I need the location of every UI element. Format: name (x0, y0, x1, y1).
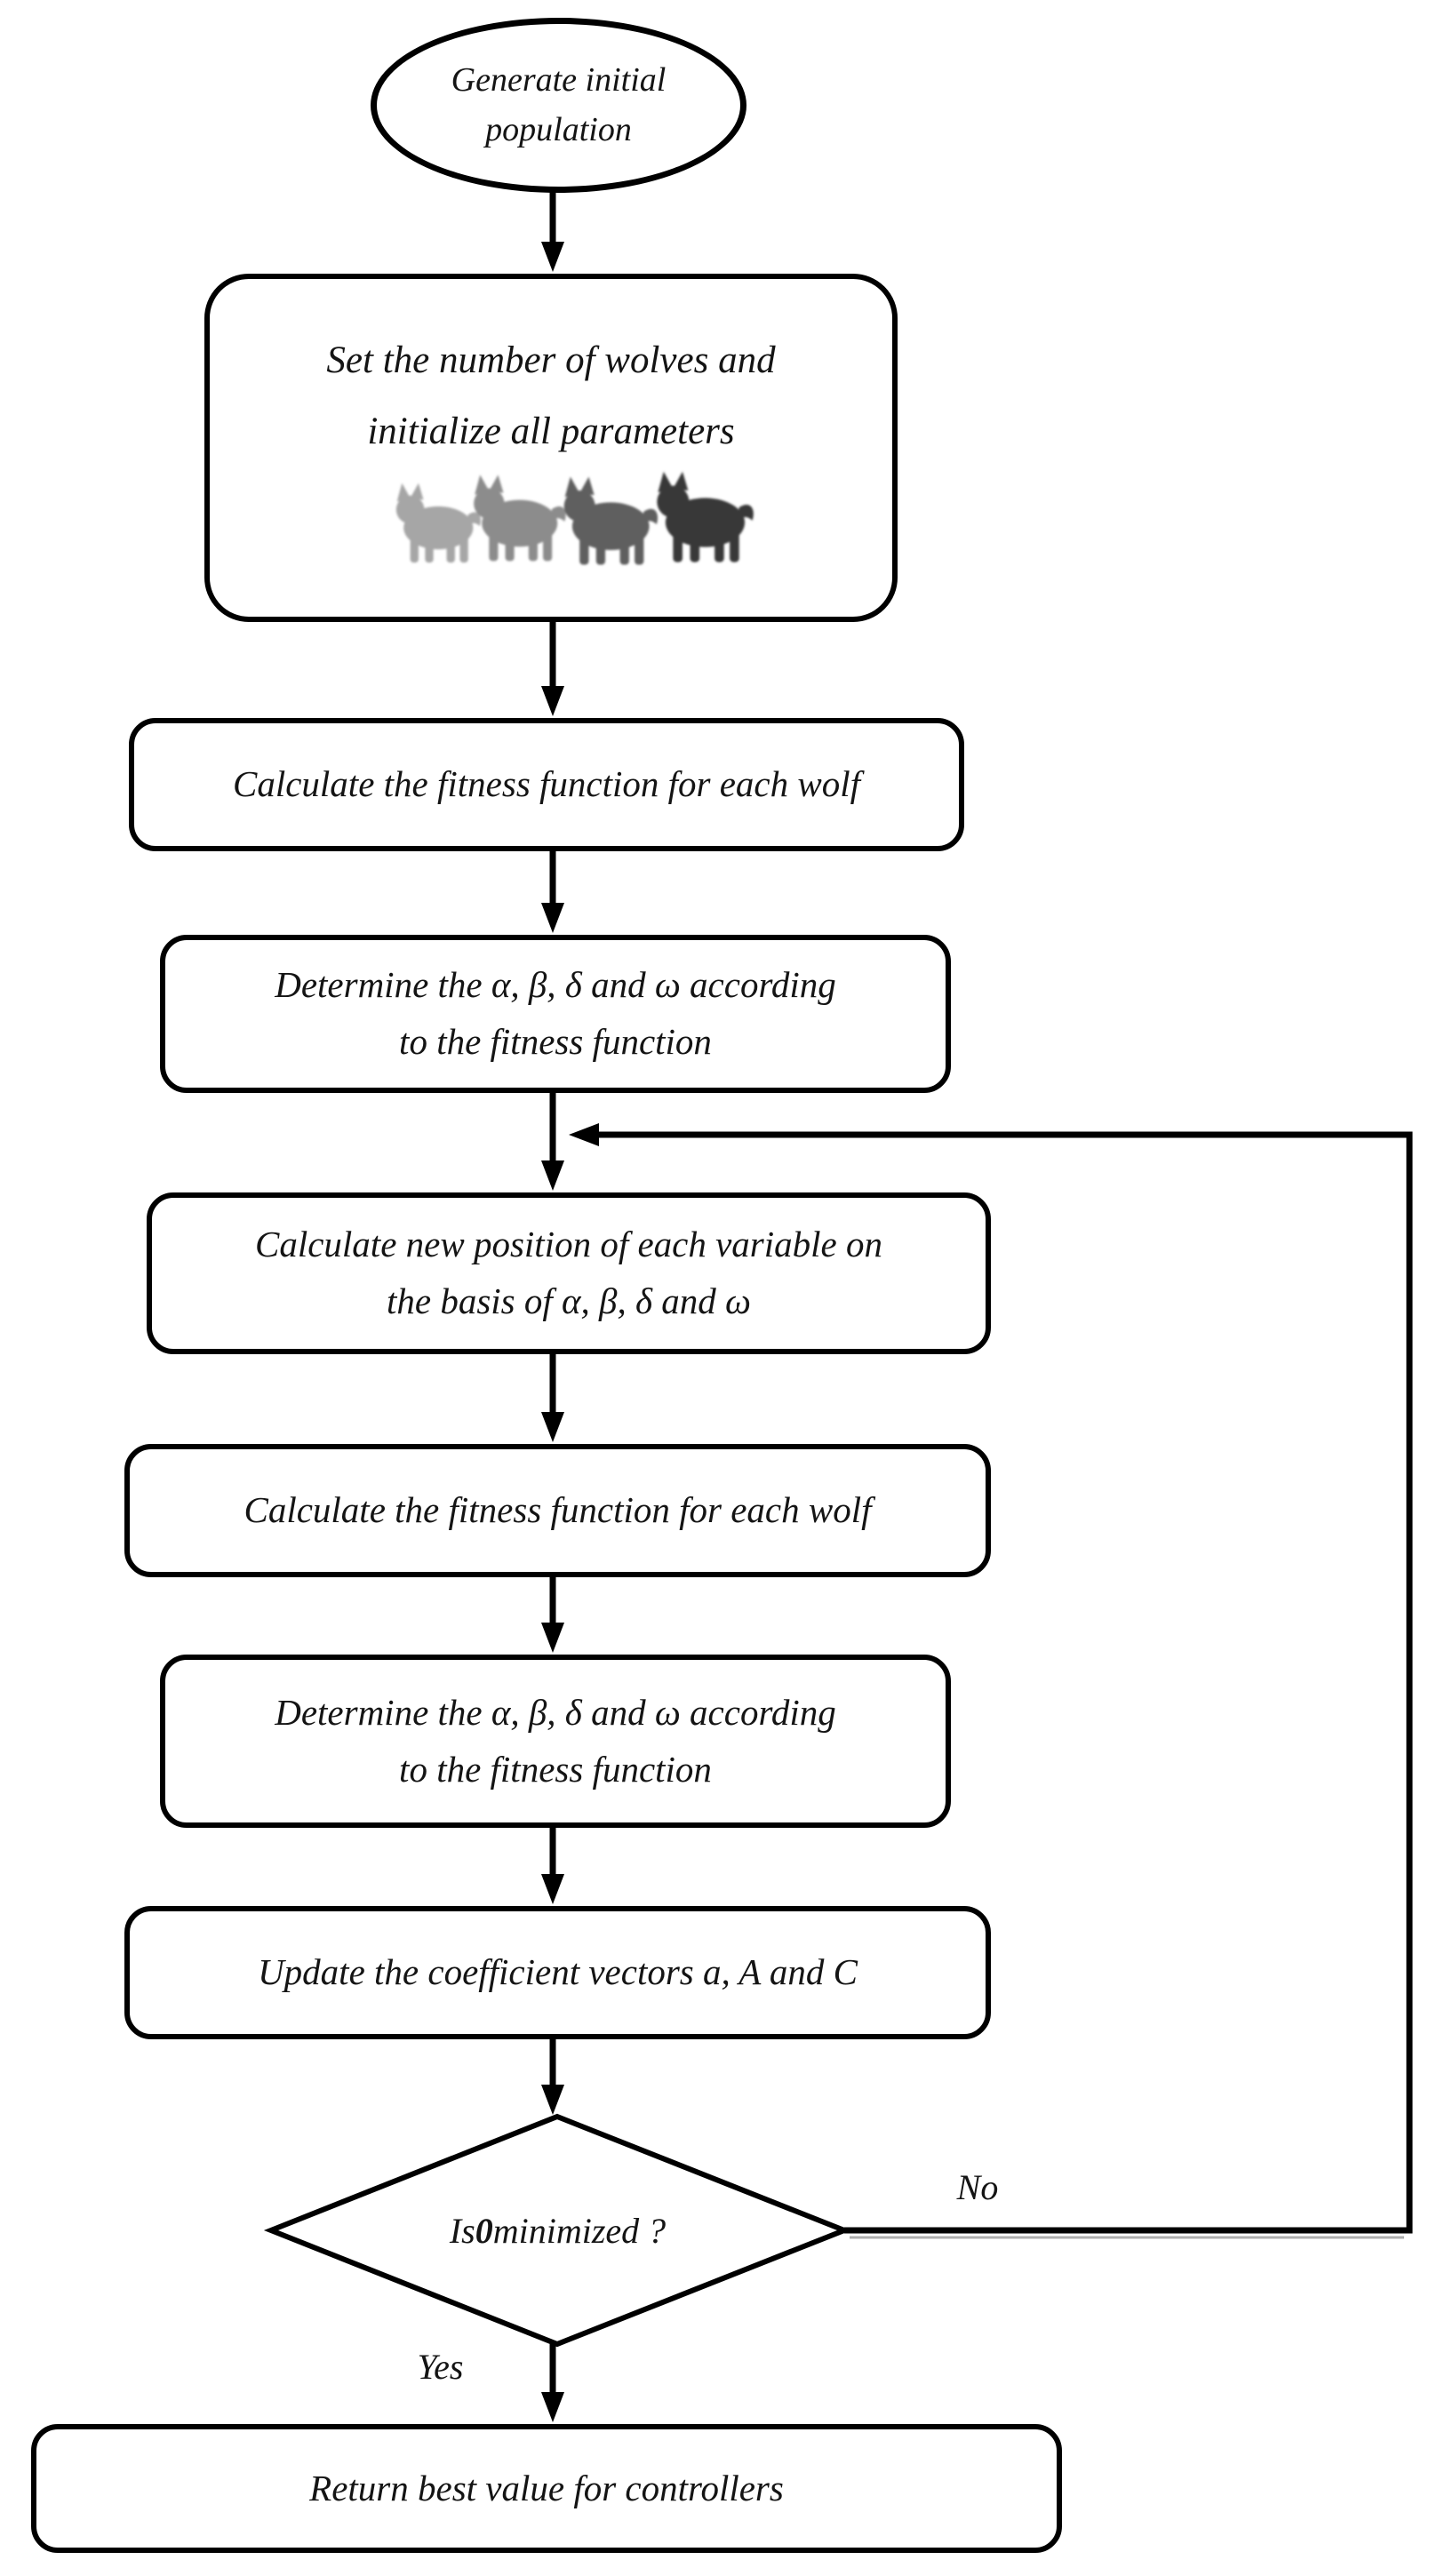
arrow-update-to-decision (541, 2038, 564, 2115)
loopback-no-path (569, 1123, 1413, 2239)
node-decision-shape (263, 2113, 852, 2348)
node-text-line: population (485, 110, 632, 148)
node-text-line: Return best value for controllers (309, 2467, 784, 2508)
node-text-line: Calculate the fitness function for each … (243, 1489, 872, 1531)
arrow-new-position-to-fitness2 (541, 1352, 564, 1442)
node-text-line: Calculate the fitness function for each … (232, 763, 861, 805)
node-start: Generate initial population (371, 18, 746, 193)
node-decision: Is 0 minimized ? (302, 2161, 813, 2300)
arrow-fitness1-to-determine1 (541, 849, 564, 933)
node-fitness-1: Calculate the fitness function for each … (129, 718, 964, 851)
decision-text-prefix: Is (449, 2210, 475, 2251)
arrow-start-to-init (541, 189, 564, 272)
node-fitness-2: Calculate the fitness function for each … (124, 1444, 991, 1577)
node-update-coefficients: Update the coefficient vectors a, A and … (124, 1906, 991, 2039)
arrow-decision-to-return-yes (541, 2344, 564, 2422)
node-text-line: Generate initial (451, 61, 667, 100)
decision-objective-symbol: 0 (475, 2210, 493, 2251)
node-text-line: initialize all parameters (367, 410, 735, 452)
node-text-line: Set the number of wolves and (326, 339, 776, 381)
node-init: Set the number of wolves and initialize … (204, 274, 898, 622)
decision-text-suffix: minimized ? (492, 2210, 667, 2251)
edge-label-yes: Yes (417, 2347, 464, 2387)
node-return: Return best value for controllers (31, 2424, 1062, 2553)
arrow-init-to-fitness1 (541, 620, 564, 716)
node-text-line: the basis of α, β, δ and ω (387, 1280, 751, 1321)
node-text-line: to the fitness function (399, 1021, 712, 1062)
node-text-line: Determine the α, β, δ and ω according (275, 964, 836, 1006)
arrow-determine2-to-update (541, 1826, 564, 1904)
arrow-fitness2-to-determine2 (541, 1575, 564, 1653)
arrow-determine1-to-new-position (541, 1091, 564, 1191)
node-new-position: Calculate new position of each variable … (147, 1192, 991, 1354)
node-text-line: to the fitness function (399, 1748, 712, 1790)
node-text-line: Update the coefficient vectors a, A and … (258, 1951, 858, 1993)
node-text-line: Determine the α, β, δ and ω according (275, 1691, 836, 1733)
node-determine-2: Determine the α, β, δ and ω according to… (160, 1655, 951, 1828)
wolf-pack-image (395, 471, 754, 565)
node-text-line: Calculate new position of each variable … (254, 1224, 882, 1265)
edge-label-no: No (956, 2167, 999, 2207)
node-determine-1: Determine the α, β, δ and ω according to… (160, 935, 951, 1093)
